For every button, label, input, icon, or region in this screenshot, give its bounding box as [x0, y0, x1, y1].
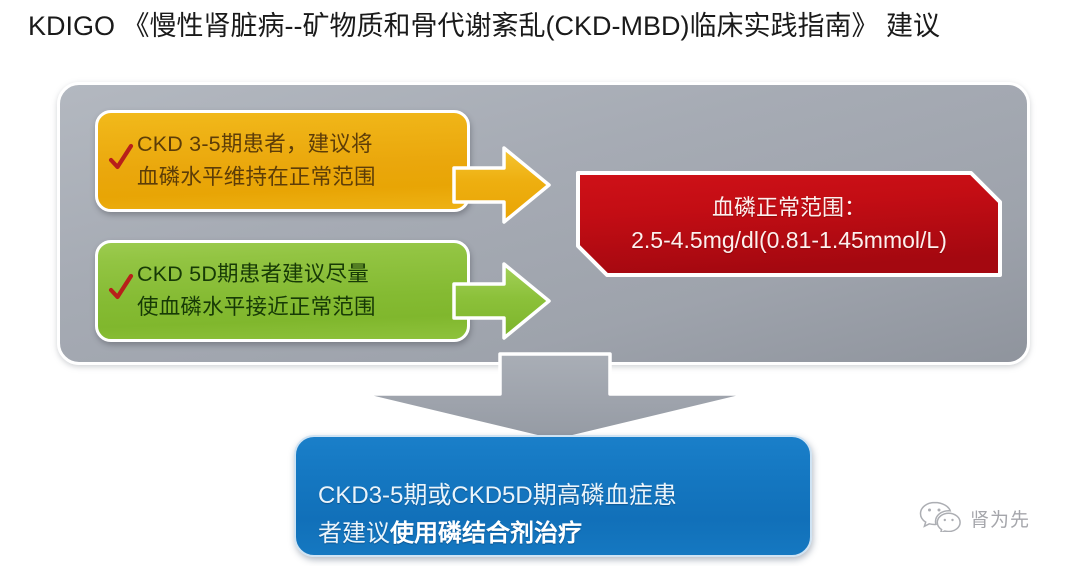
watermark: 肾为先 [918, 500, 1030, 537]
wechat-icon [918, 500, 962, 537]
arrow-right-icon-green [452, 258, 552, 344]
arrow-right-icon-yellow [452, 142, 552, 228]
snipped-corner-shape [576, 171, 1002, 277]
conclusion-text: CKD3-5期或CKD5D期高磷血症患 者建议使用磷结合剂治疗 [296, 439, 677, 553]
watermark-text: 肾为先 [970, 510, 1031, 531]
check-icon [108, 142, 134, 176]
recommendation-box-content: CKD 3-5期患者，建议将 血磷水平维持在正常范围 [98, 128, 467, 194]
arrow-down-icon [355, 352, 755, 444]
recommendation-text: CKD 3-5期患者，建议将 血磷水平维持在正常范围 [137, 132, 376, 189]
target-range-box[interactable]: 血磷正常范围： 2.5-4.5mg/dl(0.81-1.45mmol/L) [575, 170, 1003, 278]
conclusion-text-main: CKD3-5期或CKD5D期高磷血症患 者建议 [318, 482, 677, 547]
recommendation-box-content: CKD 5D期患者建议尽量 使血磷水平接近正常范围 [98, 258, 467, 324]
conclusion-text-emphasis: 使用磷结合剂治疗 [390, 520, 582, 547]
recommendation-text: CKD 5D期患者建议尽量 使血磷水平接近正常范围 [137, 262, 376, 319]
conclusion-box[interactable]: CKD3-5期或CKD5D期高磷血症患 者建议使用磷结合剂治疗 [294, 435, 812, 557]
check-icon [108, 272, 134, 306]
page-title: KDIGO 《慢性肾脏病--矿物质和骨代谢紊乱(CKD-MBD)临床实践指南》 … [28, 11, 940, 41]
recommendation-box-ckd-5d[interactable]: CKD 5D期患者建议尽量 使血磷水平接近正常范围 [95, 240, 470, 342]
recommendation-box-ckd-3-5[interactable]: CKD 3-5期患者，建议将 血磷水平维持在正常范围 [95, 110, 470, 212]
